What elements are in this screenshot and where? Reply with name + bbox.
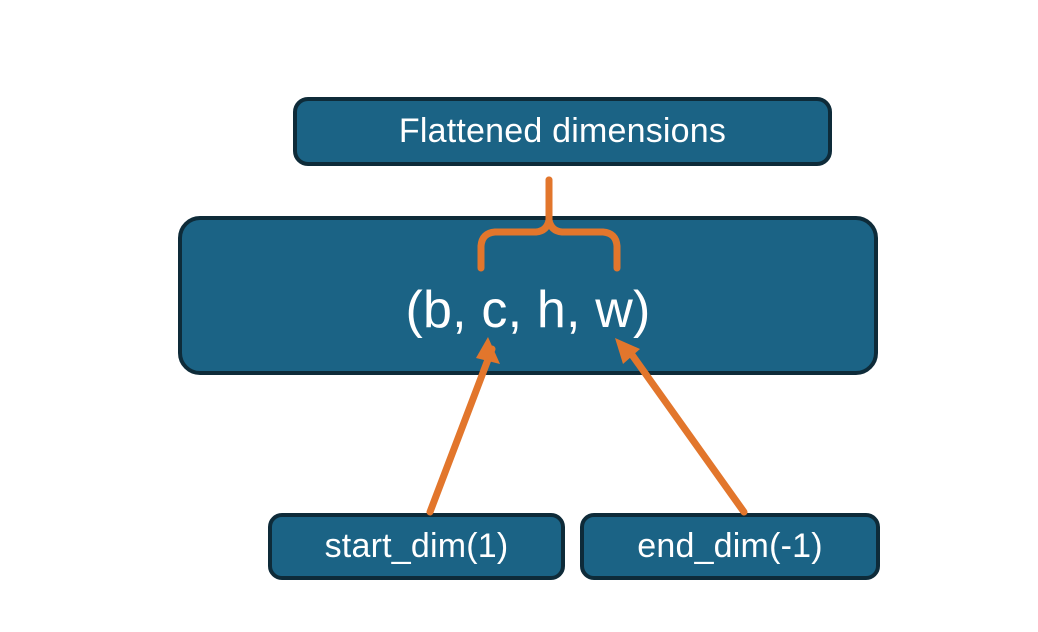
start-dim-label: start_dim(1) [324, 527, 509, 565]
end-dim-box: end_dim(-1) [580, 513, 880, 580]
start-dim-box: start_dim(1) [268, 513, 565, 580]
tensor-shape-box: (b, c, h, w) [178, 216, 878, 375]
flattened-dimensions-label: Flattened dimensions [398, 112, 727, 150]
tensor-shape-label: (b, c, h, w) [405, 280, 651, 339]
end-dim-label: end_dim(-1) [637, 527, 823, 565]
flattened-dimensions-box: Flattened dimensions [293, 97, 832, 166]
